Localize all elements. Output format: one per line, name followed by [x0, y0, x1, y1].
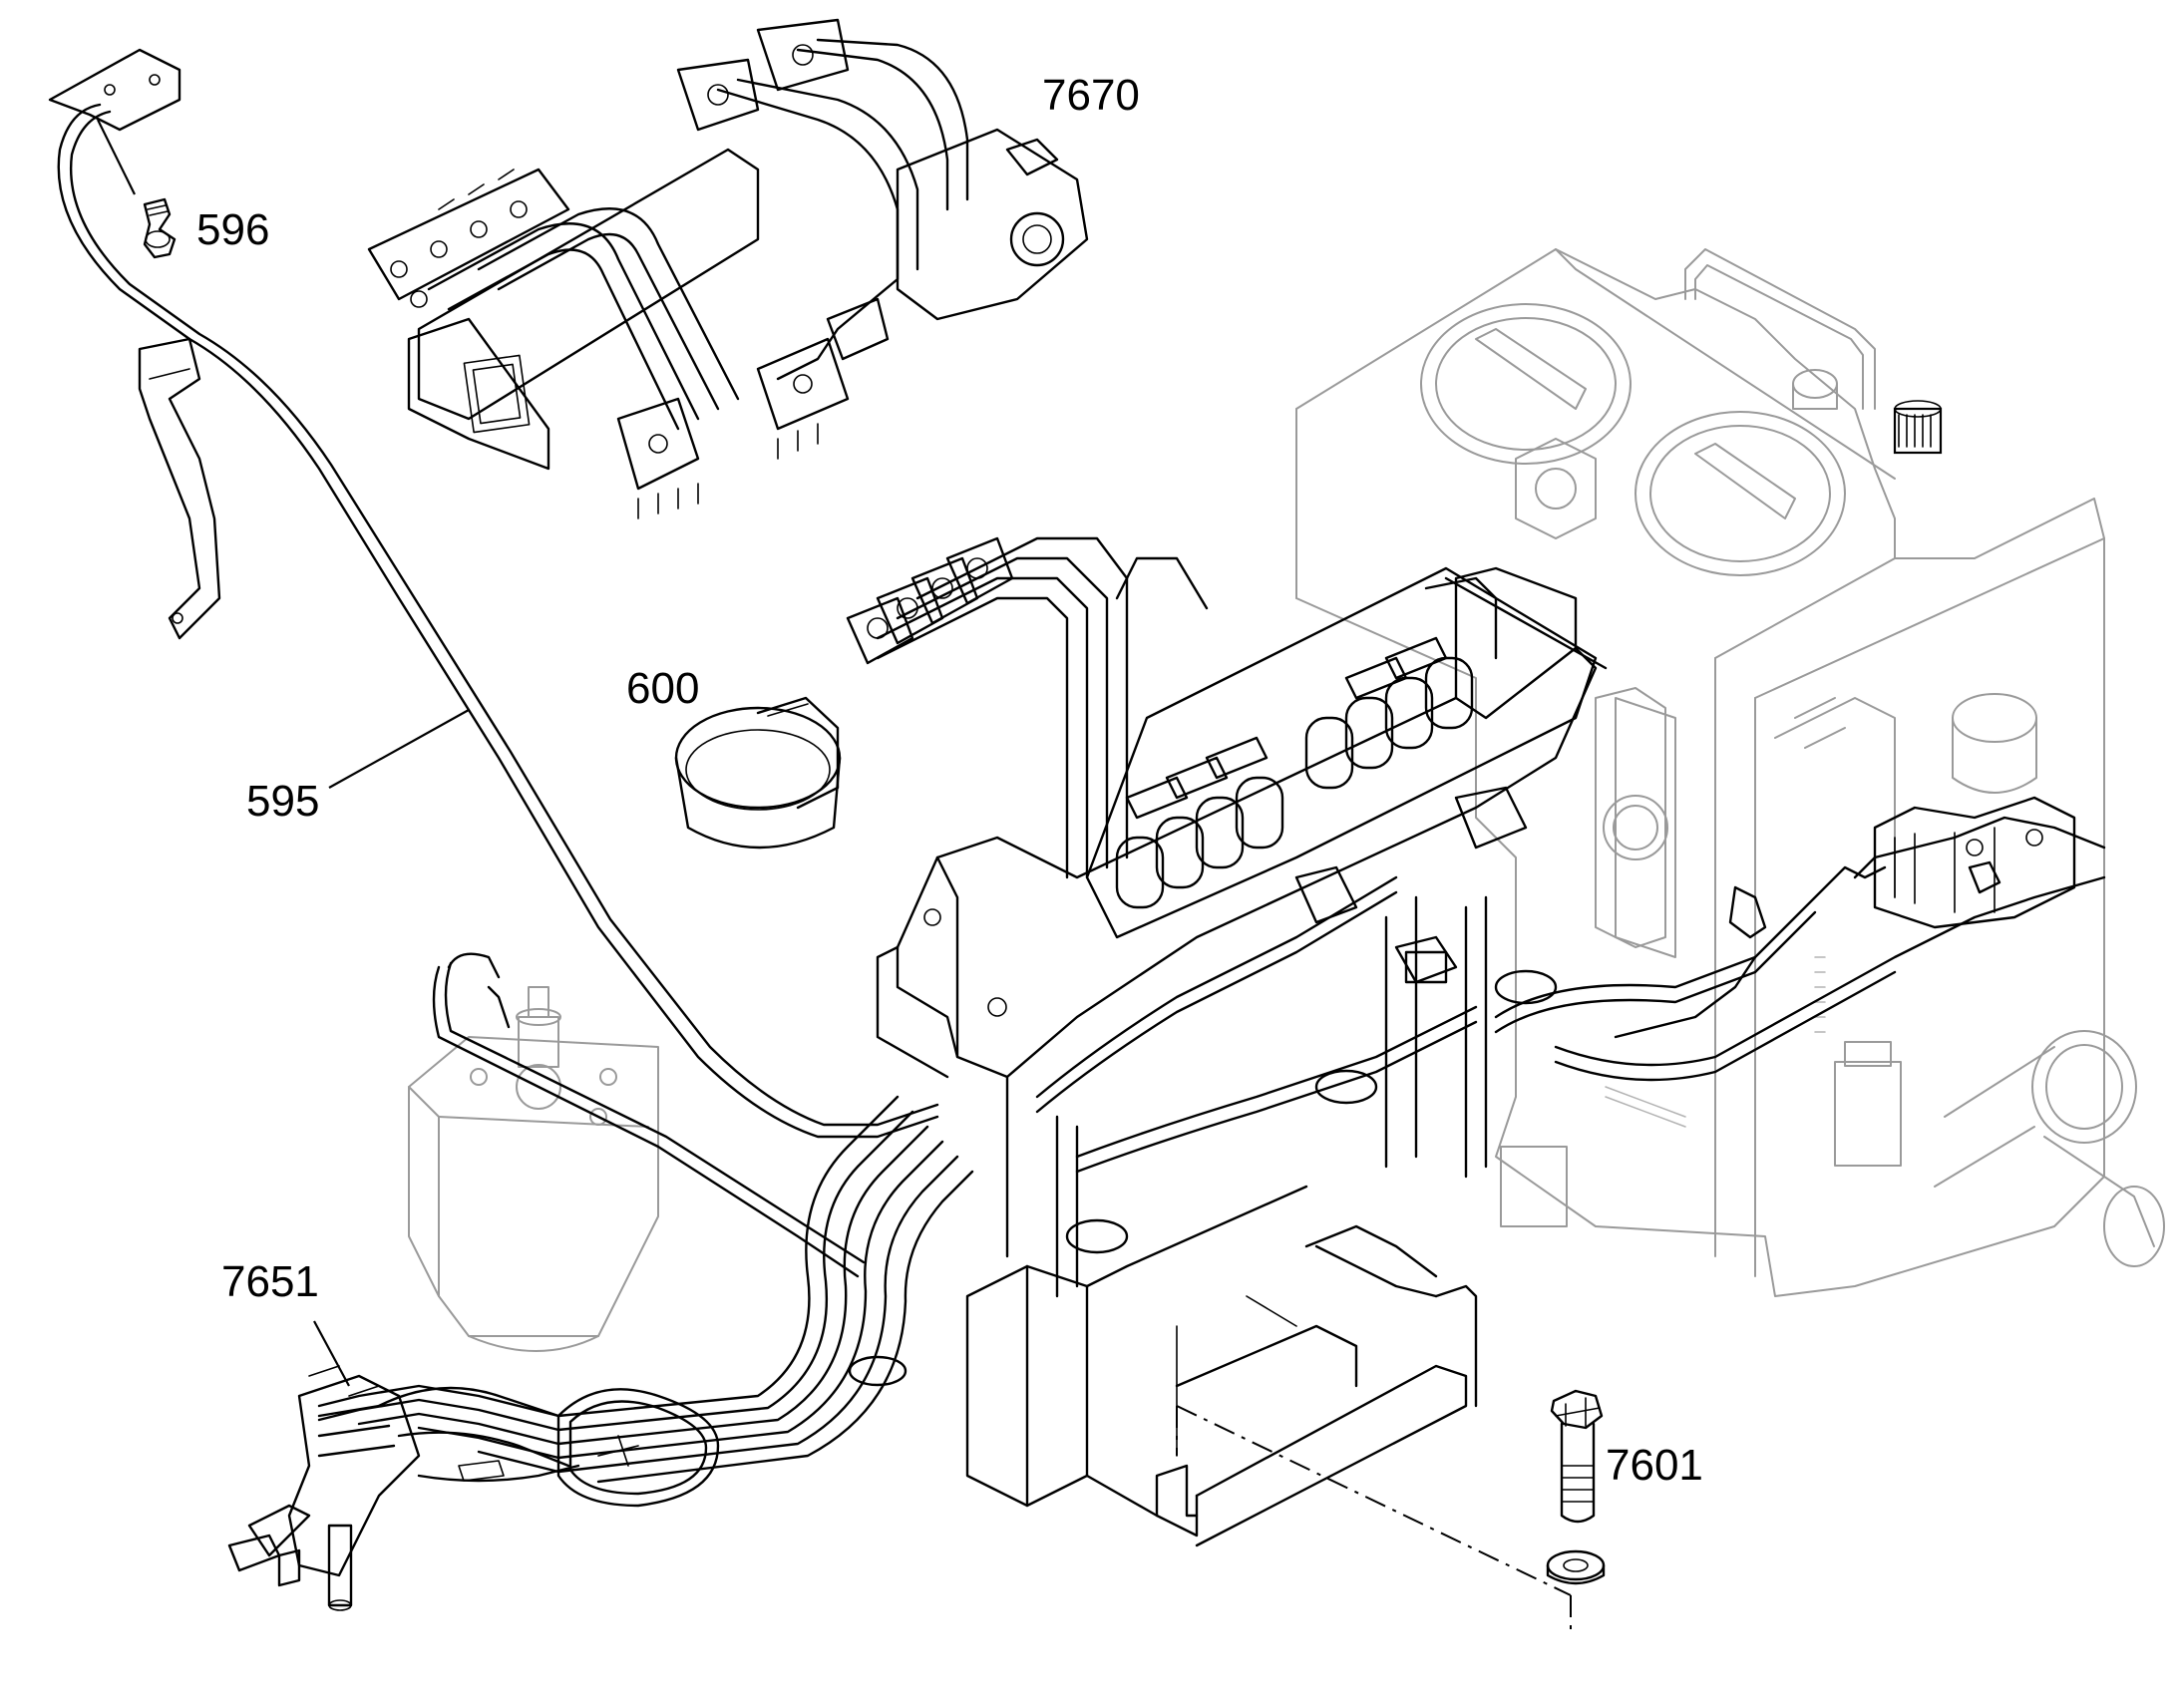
- callout-7651: 7651: [221, 1257, 319, 1306]
- pump-unit: [408, 986, 659, 1352]
- bracket-595: [48, 48, 221, 640]
- callout-7670: 7670: [1042, 71, 1140, 120]
- pipe-flanges: [846, 536, 1014, 665]
- fitting-596: [143, 197, 177, 259]
- callout-600: 600: [626, 664, 699, 713]
- tube-595: [57, 103, 939, 1139]
- upper-pipes: [846, 536, 1129, 879]
- clamp-600: [674, 696, 842, 850]
- hose-harness: [1494, 796, 2106, 1082]
- solenoid-coils: [1115, 656, 1474, 909]
- washer-7601: [1546, 1549, 1606, 1585]
- callout-595: 595: [246, 777, 319, 826]
- assembly-axis-line: [1176, 1405, 1572, 1596]
- main-frame: [876, 556, 1608, 1547]
- valve-bank: [1085, 566, 1598, 984]
- leader-lines: [97, 119, 470, 1387]
- tank-assembly: [1295, 248, 2165, 1297]
- hose-bundle: [317, 875, 1558, 1484]
- leader-7651: [313, 1320, 350, 1387]
- valve-harness-7651: [227, 1365, 720, 1611]
- callout-7601: 7601: [1606, 1441, 1703, 1490]
- leader-595: [328, 709, 470, 789]
- manifold-assembly-7670: [367, 18, 1089, 519]
- leader-596: [97, 119, 136, 195]
- callout-596: 596: [196, 205, 269, 254]
- bolt-7601: [1550, 1389, 1604, 1524]
- callout-labels: 7670 596 600 595 7651 7601: [196, 71, 1703, 1490]
